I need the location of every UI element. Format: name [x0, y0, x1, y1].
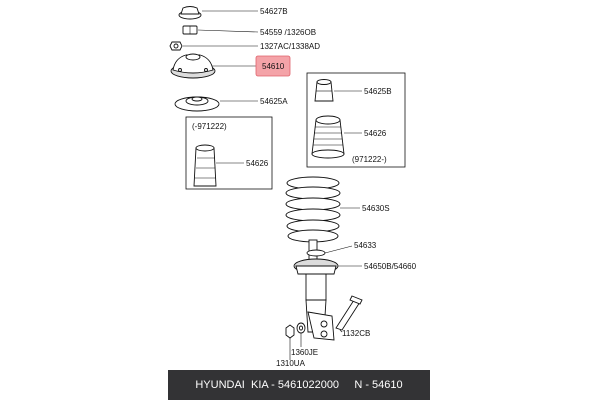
leader-line [197, 29, 259, 33]
nut-part [182, 25, 198, 35]
leader-line [324, 245, 353, 254]
part-label-54627b: 54627B [260, 7, 288, 16]
part-label-54630s: 54630S [362, 204, 390, 213]
part-label-1327ac: 1327AC/1338AD [260, 42, 320, 51]
part-label-1132cb: 1132CB [342, 329, 370, 338]
strut-body-part [293, 239, 339, 341]
nut-part [285, 324, 295, 339]
exploded-strut-diagram: 54627B 54559 /1326OB 1327AC/1338AD 54610… [169, 6, 417, 368]
part-label-54626-right: 54625B [364, 87, 392, 96]
highlight-box [255, 55, 291, 77]
strut-mount-part [170, 53, 216, 79]
part-label-54633: 54633 [354, 241, 377, 250]
part-label-1310ua: 1310UA [276, 359, 306, 368]
variant-box-left [185, 116, 273, 190]
spring-seat-part [174, 96, 220, 112]
part-label-54610: 54610 [262, 62, 285, 71]
dust-cap-part [178, 6, 202, 20]
part-label-54559: 54559 /1326OB [260, 28, 316, 37]
bolt-part [335, 295, 363, 331]
washer-part [169, 41, 183, 51]
part-number-caption: HYUNDAI KIA - 5461022000 N - 54610 [168, 370, 430, 400]
coil-spring-part [285, 176, 341, 243]
dust-boot-part [311, 115, 345, 159]
leader-line [339, 329, 343, 333]
variant-box-right [306, 72, 406, 168]
washer-part [296, 322, 306, 334]
date-range-right: (971222-) [352, 155, 387, 164]
part-label-54625a: 54625A [260, 97, 288, 106]
date-range-left: (-971222) [192, 122, 227, 131]
part-label-54650b: 54650B/54660 [364, 262, 417, 271]
part-label-1360je: 1360JE [291, 348, 318, 357]
bump-stopper-part [314, 79, 334, 102]
bump-stopper-part [193, 144, 217, 187]
part-label-54625b: 54626 [364, 129, 387, 138]
part-label-54626-left: 54626 [246, 159, 269, 168]
